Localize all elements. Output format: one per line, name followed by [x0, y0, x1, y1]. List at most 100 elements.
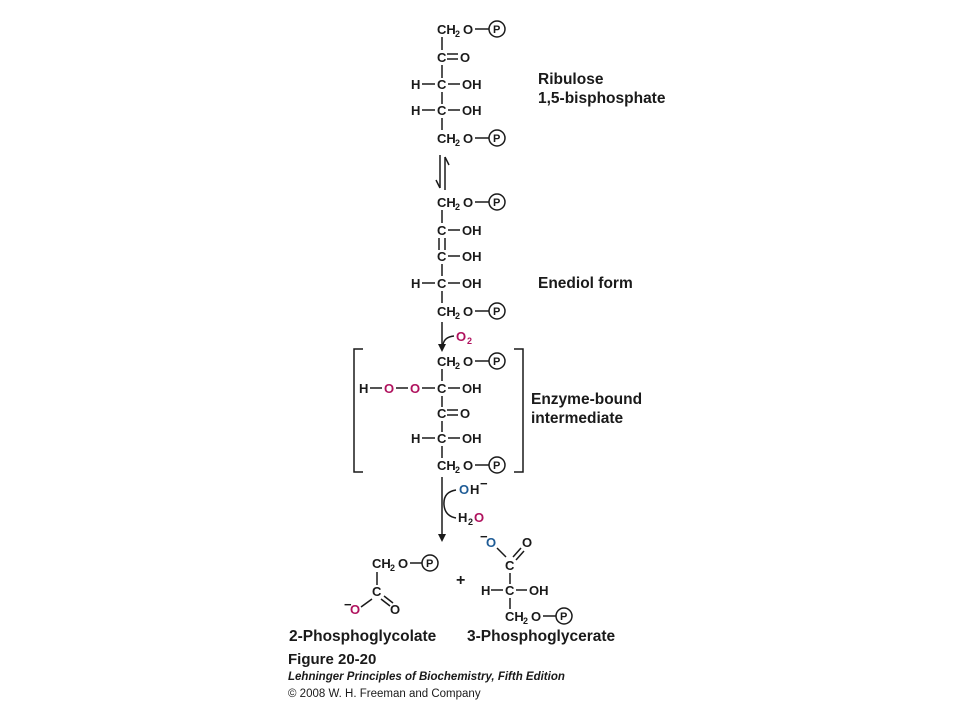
phosphate-label: P [426, 558, 433, 570]
ch2o-atom: CH [437, 304, 456, 319]
intermediate-label-line2: intermediate [531, 410, 624, 427]
carboxylate-o-atom: O [350, 602, 360, 617]
c-atom: C [437, 381, 447, 396]
oh-group: OH [462, 276, 482, 291]
hydrolysis-arrow: O H − H 2 O [438, 476, 488, 542]
c-atom: C [505, 583, 515, 598]
h-atom: H [481, 583, 490, 598]
phosphate-label: P [493, 460, 500, 472]
phosphate-circle [488, 352, 506, 370]
phosphate-circle [488, 302, 506, 320]
enediol-label: Enediol form [538, 275, 633, 292]
equilibrium-arrow [435, 155, 450, 190]
intermediate-label-line1: Enzyme-bound [531, 391, 643, 408]
subscript: 2 [390, 563, 395, 573]
plus-sign: + [456, 572, 465, 589]
ch2o-atom: CH [437, 458, 456, 473]
oh-group: OH [462, 103, 482, 118]
product2-label: 3-Phosphoglycerate [467, 628, 616, 645]
oh-group: OH [462, 223, 482, 238]
enediol-structure: CH 2 O P C OH C OH H C OH CH 2 O P [411, 193, 506, 321]
copyright-line: © 2008 W. H. Freeman and Company [288, 688, 481, 700]
o-atom: O [460, 406, 470, 421]
product1-label: 2-Phosphoglycolate [289, 628, 437, 645]
o-atom: O [398, 556, 408, 571]
oh-group: OH [462, 249, 482, 264]
o-atom: O [460, 50, 470, 65]
charge-minus: − [344, 597, 352, 612]
phosphate-label: P [560, 611, 567, 623]
subscript: 2 [455, 465, 460, 475]
o2-arrow: O 2 [438, 322, 472, 352]
o-atom: O [463, 304, 473, 319]
oh-group: OH [529, 583, 549, 598]
water-h-atom: H [458, 510, 467, 525]
c-atom: C [505, 558, 515, 573]
ch2o-atom: CH [437, 354, 456, 369]
phosphate-circle [488, 20, 506, 38]
phosphate-circle [488, 193, 506, 211]
c-atom: C [437, 431, 447, 446]
c-atom: C [437, 406, 447, 421]
o-atom: O [463, 354, 473, 369]
subscript: 2 [455, 202, 460, 212]
oh-group: OH [462, 431, 482, 446]
subscript: 2 [468, 517, 473, 527]
o-atom: O [522, 535, 532, 550]
book-title: Lehninger Principles of Biochemistry, Fi… [288, 671, 565, 683]
phosphate-label: P [493, 356, 500, 368]
phosphate-circle [488, 129, 506, 147]
oh-group: OH [462, 381, 482, 396]
phosphoglycolate-structure: CH 2 O P C − O O [344, 554, 439, 617]
charge-minus: − [480, 476, 488, 491]
o-atom: O [463, 131, 473, 146]
ch2o-atom: CH [437, 195, 456, 210]
phosphate-label: P [493, 133, 500, 145]
h-atom: H [411, 103, 420, 118]
h-atom: H [411, 77, 420, 92]
o-atom: O [531, 609, 541, 624]
c-atom: C [437, 249, 447, 264]
phosphate-label: P [493, 197, 500, 209]
intermediate-structure: CH 2 O P H O O C OH C O H C OH CH 2 O P [359, 352, 506, 475]
c-atom: C [437, 103, 447, 118]
phosphate-label: P [493, 24, 500, 36]
subscript: 2 [455, 361, 460, 371]
o-atom: O [390, 602, 400, 617]
ch2o-atom: CH [505, 609, 524, 624]
phosphate-circle [555, 607, 573, 625]
c-atom: C [437, 276, 447, 291]
ribulose-label-line1: Ribulose [538, 71, 604, 88]
subscript: 2 [455, 29, 460, 39]
ribulose-label-line2: 1,5-bisphosphate [538, 90, 666, 107]
figure-number: Figure 20-20 [288, 651, 377, 668]
charge-minus: − [480, 529, 488, 544]
h-atom: H [359, 381, 368, 396]
phosphate-label: P [493, 306, 500, 318]
c-atom: C [437, 50, 447, 65]
peroxy-o-atom: O [384, 381, 394, 396]
h-atom: H [411, 276, 420, 291]
phosphate-circle [488, 456, 506, 474]
oxygen-reagent: O [456, 329, 466, 344]
ch2o-atom: CH [437, 22, 456, 37]
ch2o-atom: CH [372, 556, 391, 571]
c-atom: C [437, 77, 447, 92]
ribulose-structure: CH 2 O P C O H C OH H C OH CH 2 O P [411, 20, 506, 148]
subscript: 2 [523, 616, 528, 626]
subscript: 2 [455, 138, 460, 148]
o-atom: O [463, 458, 473, 473]
c-atom: C [372, 584, 382, 599]
water-o-atom: O [474, 510, 484, 525]
carboxylate-o-atom: O [486, 535, 496, 550]
subscript: 2 [467, 336, 472, 346]
o-atom: O [463, 195, 473, 210]
h-atom: H [411, 431, 420, 446]
ch2o-atom: CH [437, 131, 456, 146]
phosphoglycerate-structure: − O O C H C OH CH 2 O P [480, 529, 573, 626]
o-atom: O [463, 22, 473, 37]
hydroxide-h-atom: H [470, 482, 479, 497]
c-atom: C [437, 223, 447, 238]
